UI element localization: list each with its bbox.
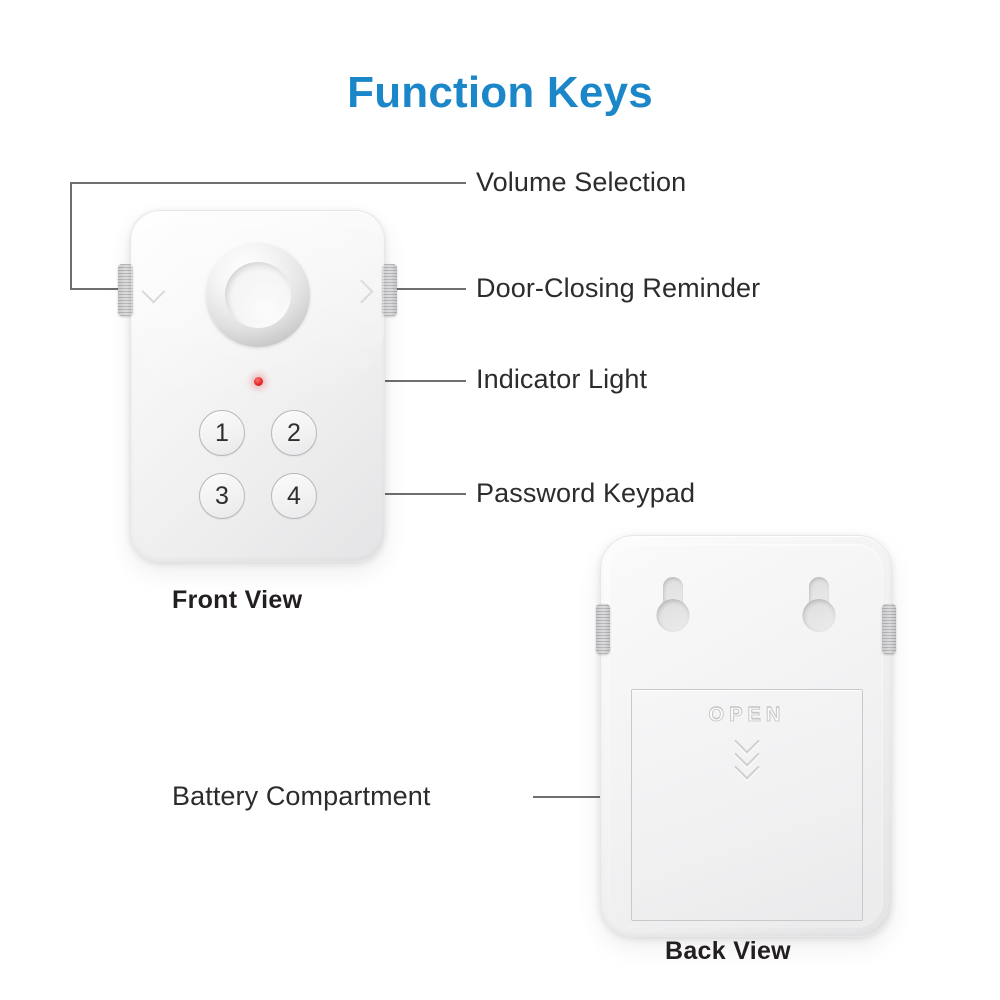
chevron-down-icon (141, 279, 166, 304)
keyhole-circle (656, 599, 690, 632)
battery-compartment-door[interactable]: OPEN (631, 689, 863, 921)
alarm-ring-button[interactable] (206, 243, 310, 347)
keypad-button-1[interactable]: 1 (199, 410, 245, 456)
leader-volume-vertical (70, 182, 72, 290)
leader-volume-bottom (70, 288, 132, 290)
back-right-side-button (882, 604, 896, 654)
page-title: Function Keys (347, 68, 653, 117)
callout-indicator-light: Indicator Light (476, 364, 648, 394)
callout-password-keypad: Password Keypad (476, 478, 696, 508)
keyhole-circle (802, 599, 836, 632)
keypad-button-2[interactable]: 2 (271, 410, 317, 456)
leader-door-closing (391, 288, 466, 290)
open-label-emboss: OPEN (708, 704, 786, 727)
keypad-button-3[interactable]: 3 (199, 473, 245, 519)
callout-door-closing-reminder: Door-Closing Reminder (476, 273, 761, 303)
mount-keyhole-right (799, 577, 839, 639)
device-front-view: 1 2 3 4 (118, 210, 397, 562)
mount-keyhole-left (653, 577, 693, 639)
callout-volume-selection: Volume Selection (476, 167, 687, 197)
caption-back-view: Back View (665, 937, 791, 965)
back-panel: OPEN (596, 544, 896, 928)
door-closing-side-button[interactable] (382, 264, 397, 316)
device-back-view: OPEN (596, 535, 896, 937)
volume-side-button[interactable] (118, 264, 133, 316)
leader-volume-top (70, 182, 466, 184)
chevron-right-icon (349, 279, 374, 304)
callout-battery-compartment: Battery Compartment (172, 781, 431, 811)
indicator-led (254, 377, 263, 386)
caption-front-view: Front View (172, 586, 303, 614)
alarm-ring-inner (225, 262, 291, 328)
back-left-side-button (596, 604, 610, 654)
keypad-button-4[interactable]: 4 (271, 473, 317, 519)
